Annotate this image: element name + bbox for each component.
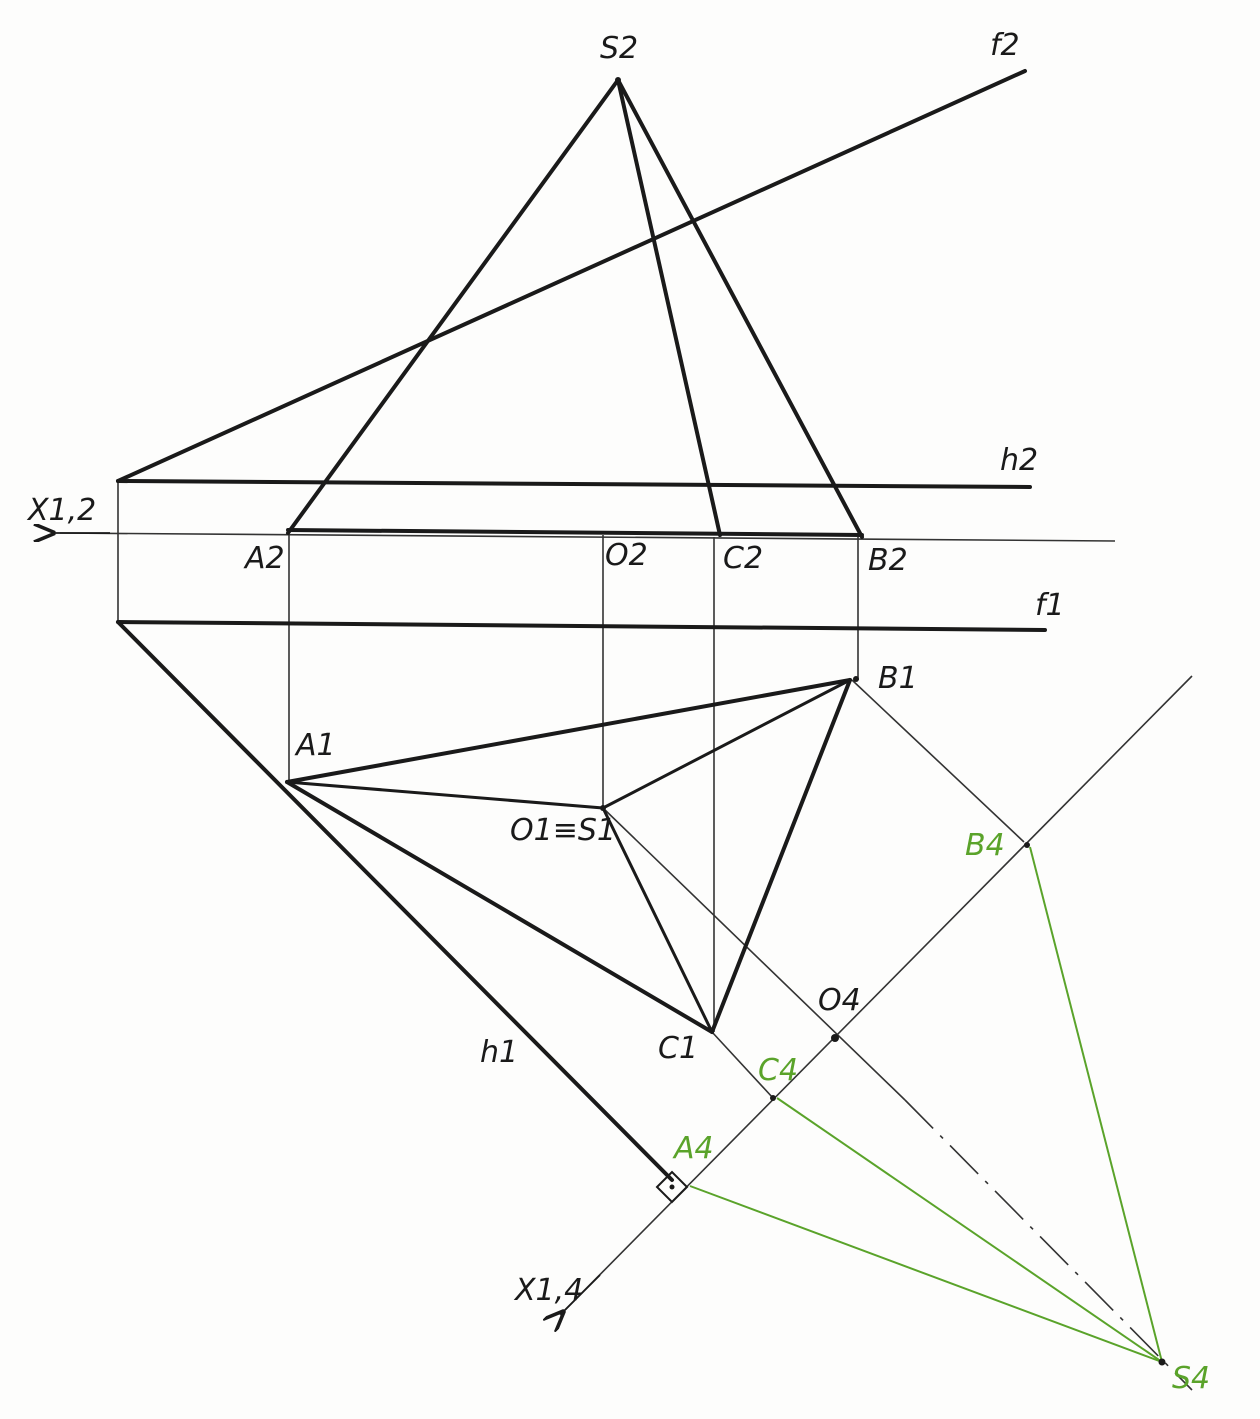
edge-B1-C1 [710,678,852,1034]
label-B4: B4 [965,828,1005,863]
line-h1 [116,620,674,1182]
points [600,77,1166,1366]
edge-S2-B2 [616,78,864,539]
line-f1 [116,620,1047,632]
point-S2 [615,77,621,83]
line-h2 [116,479,1032,489]
label-h2: h2 [1000,443,1038,478]
construction-lines [59,481,1193,1391]
edge-S4-B4 [1029,846,1163,1363]
axis-x14-arrow [562,1274,601,1313]
label-O2: O2 [605,538,648,573]
edge-S4-C4 [776,1097,1163,1363]
label-B1: B1 [878,661,918,696]
label-f2: f2 [990,28,1020,63]
inner-edges [285,678,852,1034]
label-O4: O4 [818,983,861,1018]
point-O4 [831,1034,839,1042]
point-O1 [600,805,606,811]
label-A2: A2 [243,541,285,576]
labels: S2 f2 h2 X1,2 A2 O2 C2 B2 f1 B1 A1 O1≡S1… [26,28,1210,1396]
label-C1: C1 [658,1031,698,1066]
edge-O1-A1 [285,780,605,810]
axis-x12 [59,532,1116,542]
label-S4: S4 [1172,1361,1210,1396]
proj-O-solid [602,807,906,1101]
axis-x14 [559,675,1193,1316]
label-C4: C4 [758,1053,798,1088]
edge-O1-B1 [601,678,852,810]
label-C2: C2 [723,541,763,576]
label-x12: X1,2 [26,493,96,528]
proj-C [711,1031,774,1099]
main-lines [116,69,1047,1182]
green-projection [689,846,1163,1363]
label-f1: f1 [1035,588,1065,623]
point-C4 [770,1095,776,1101]
edge-O1-C1 [601,806,714,1034]
line-f2 [116,69,1027,483]
edge-A1-C1 [285,780,714,1034]
right-angle-mark [655,1170,689,1204]
base-A2-B2 [286,528,864,537]
label-A4: A4 [672,1131,714,1166]
point-B4 [1024,842,1030,848]
edge-S4-A4 [689,1185,1163,1363]
label-x14: X1,4 [513,1273,583,1308]
edge-S2-A2 [286,78,620,535]
label-h1: h1 [480,1035,518,1070]
label-O1S1: O1≡S1 [510,813,616,848]
edge-S2-C2 [616,78,722,537]
proj-B [851,679,1025,843]
label-S2: S2 [600,31,638,66]
edge-A1-B1 [285,678,852,784]
proj-O-dashdot [904,1099,1193,1391]
point-S4 [1158,1358,1166,1366]
point-B1 [853,676,859,682]
label-A1: A1 [294,728,336,763]
label-B2: B2 [868,543,908,578]
